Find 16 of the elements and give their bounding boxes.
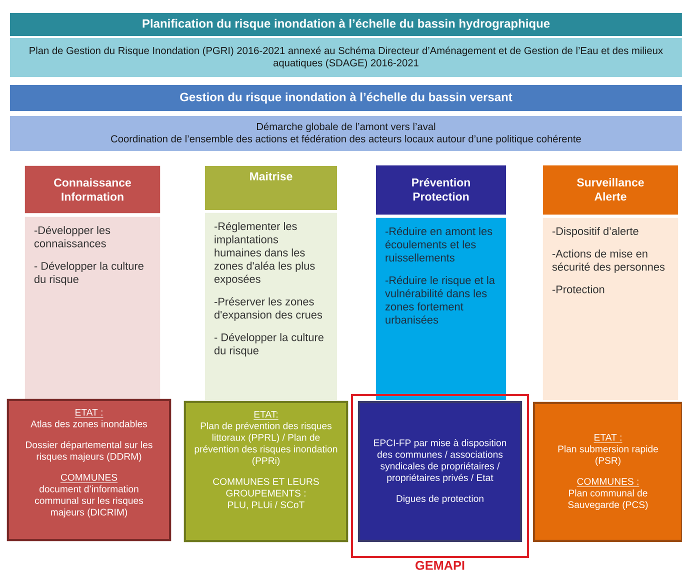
column-header: Maitrise xyxy=(205,166,337,210)
description-band: Démarche globale de l’amont vers l’aval Coordination de l’ensemble des actions et fédération des acteurs locaux autour d’une politique cohérente xyxy=(10,116,682,151)
info-box: ETAT : Atlas des zones inondables Dossier départemental sur les risques majeurs (DDRM) COMMUNES document d’information communal sur les risques majeurs (DICRIM) xyxy=(6,398,172,542)
column-header: Connaissance Information xyxy=(24,166,160,214)
column-body: -Réduire en amont les écoulements et les ruissellements -Réduire le risque et la vulnérabilité dans les zones fortement urbanisées xyxy=(376,218,506,400)
column-body: -Réglementer les implantations humaines dans les zones d'aléa les plus exposées -Préserver les zones d'expansion des crues - Développer la culture du risque xyxy=(204,212,338,400)
column-header: Surveillance Alerte xyxy=(543,165,678,215)
column-body: -Dispositif d’alerte -Actions de mise en sécurité des personnes -Protection xyxy=(542,218,678,400)
description-band: Plan de Gestion du Risque Inondation (PGRI) 2016-2021 annexé au Schéma Directeur d’Aménagement et de Gestion de l’Eau et des milieux aquatiques (SDAGE) 2016-2021 xyxy=(10,38,682,77)
info-box: ETAT : Plan submersion rapide (PSR) COMMUNES : Plan communal de Sauvegarde (PCS) xyxy=(532,402,682,542)
info-box: ETAT: Plan de prévention des risques littoraux (PPRL) / Plan de prévention des risques inondation (PPRi) COMMUNES ET LEURS GROUPEMENTS : PLU, PLUi / SCoT xyxy=(184,400,348,542)
column-header: Prévention Protection xyxy=(376,165,506,215)
column-body: -Développer les connaissances - Développer la culture du risque xyxy=(24,216,160,400)
title-band: Planification du risque inondation à l’échelle du bassin hydrographique xyxy=(10,13,682,36)
info-box: EPCI-FP par mise à disposition des communes / associations syndicales de propriétaires / propriétaires privés / Etat Digues de protection xyxy=(358,400,522,542)
heading-band: Gestion du risque inondation à l’échelle du bassin versant xyxy=(10,85,682,111)
